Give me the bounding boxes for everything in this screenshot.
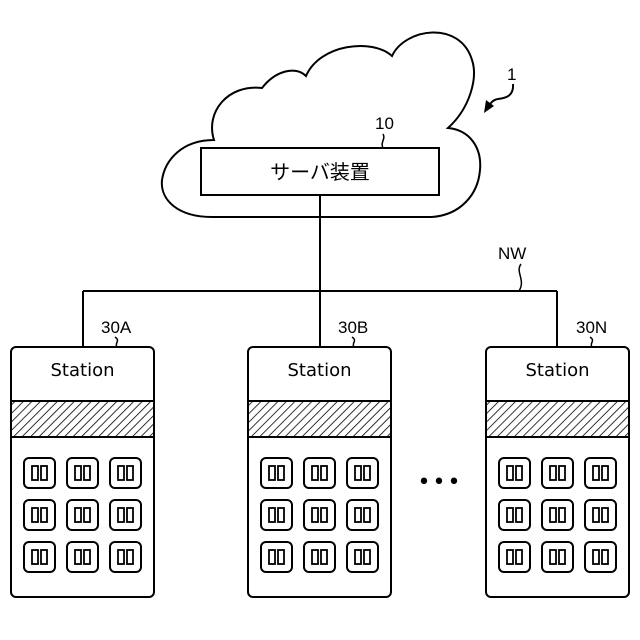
station-label: Station bbox=[51, 360, 115, 381]
battery-slot bbox=[261, 458, 292, 488]
battery-slot bbox=[347, 458, 378, 488]
battery-slot bbox=[110, 542, 141, 572]
battery-slot bbox=[542, 542, 573, 572]
station-ref-label: 30B bbox=[338, 318, 368, 337]
battery-slot bbox=[110, 500, 141, 530]
battery-slot bbox=[67, 542, 98, 572]
battery-slot bbox=[499, 542, 530, 572]
battery-slot bbox=[585, 500, 616, 530]
battery-slot bbox=[542, 500, 573, 530]
station-ref-leader bbox=[352, 337, 355, 347]
battery-slot bbox=[261, 500, 292, 530]
battery-slot bbox=[304, 458, 335, 488]
battery-slot bbox=[585, 458, 616, 488]
battery-slot bbox=[499, 458, 530, 488]
station-ref-leader bbox=[590, 337, 593, 347]
battery-slot bbox=[24, 500, 55, 530]
battery-slot bbox=[585, 542, 616, 572]
battery-slot bbox=[304, 500, 335, 530]
battery-slot bbox=[304, 542, 335, 572]
server-ref-label: 10 bbox=[375, 114, 394, 133]
station-30b: 30B Station bbox=[248, 318, 391, 597]
battery-slot bbox=[67, 458, 98, 488]
battery-slot bbox=[347, 500, 378, 530]
station-display-band bbox=[486, 401, 629, 437]
station-ref-label: 30A bbox=[101, 318, 132, 337]
station-display-band bbox=[11, 401, 154, 437]
more-stations-ellipsis: ••• bbox=[418, 470, 463, 495]
network-ref-leader bbox=[519, 264, 521, 291]
battery-slot bbox=[24, 458, 55, 488]
station-30n: 30N Station bbox=[486, 318, 629, 597]
station-label: Station bbox=[288, 360, 352, 381]
server-device-label: サーバ装置 bbox=[270, 160, 370, 184]
network-ref-label: NW bbox=[498, 244, 526, 263]
station-30a: 30A Station bbox=[11, 318, 154, 597]
battery-slot bbox=[499, 500, 530, 530]
battery-slot bbox=[24, 542, 55, 572]
station-ref-leader bbox=[115, 337, 118, 347]
battery-slot bbox=[110, 458, 141, 488]
battery-slot bbox=[542, 458, 573, 488]
station-ref-label: 30N bbox=[576, 318, 607, 337]
stations-group: 30A Station 30B Station 30N Station bbox=[11, 318, 629, 597]
battery-slot bbox=[261, 542, 292, 572]
battery-slot bbox=[67, 500, 98, 530]
battery-slot bbox=[347, 542, 378, 572]
station-display-band bbox=[248, 401, 391, 437]
station-label: Station bbox=[526, 360, 590, 381]
system-ref-label: 1 bbox=[507, 65, 516, 84]
